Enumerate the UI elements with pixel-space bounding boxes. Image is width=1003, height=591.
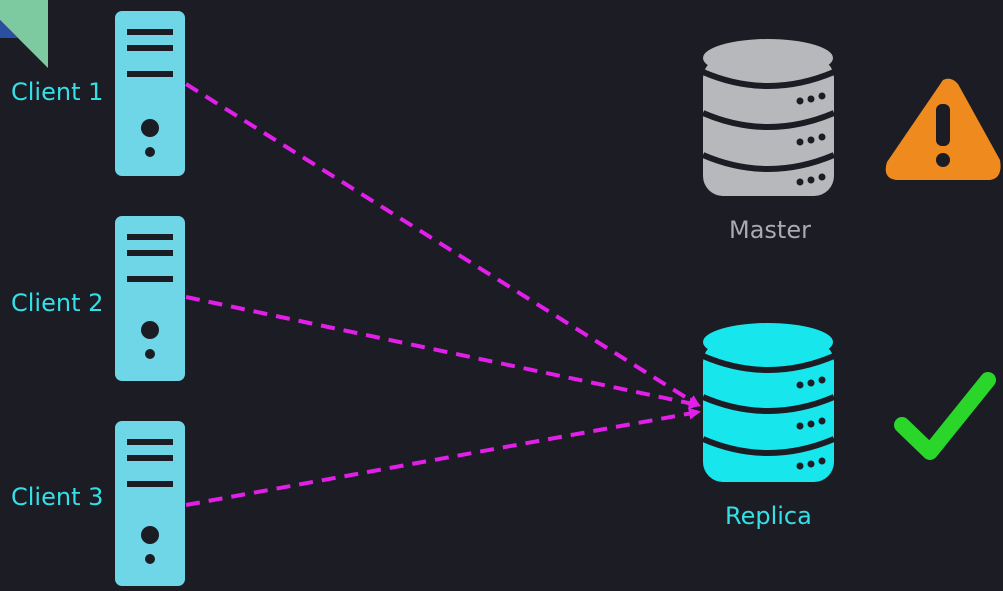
checkmark-icon: [894, 372, 996, 460]
client-2-label: Client 2: [11, 289, 104, 317]
arrow-client-3-to-replica: [185, 407, 701, 507]
client-3-label: Client 3: [11, 483, 104, 511]
client-2-server-icon: [115, 216, 185, 381]
replica-database-icon: [701, 323, 836, 482]
warning-icon: [885, 78, 1001, 180]
replica-label: Replica: [725, 502, 812, 530]
master-database-icon: [701, 39, 836, 196]
logo-icon: [0, 0, 48, 68]
arrow-client-2-to-replica: [185, 295, 701, 410]
arrow-client-1-to-replica: [184, 82, 701, 407]
client-3-server-icon: [115, 421, 185, 586]
client-1-label: Client 1: [11, 78, 104, 106]
client-1-server-icon: [115, 11, 185, 176]
master-label: Master: [729, 216, 811, 244]
